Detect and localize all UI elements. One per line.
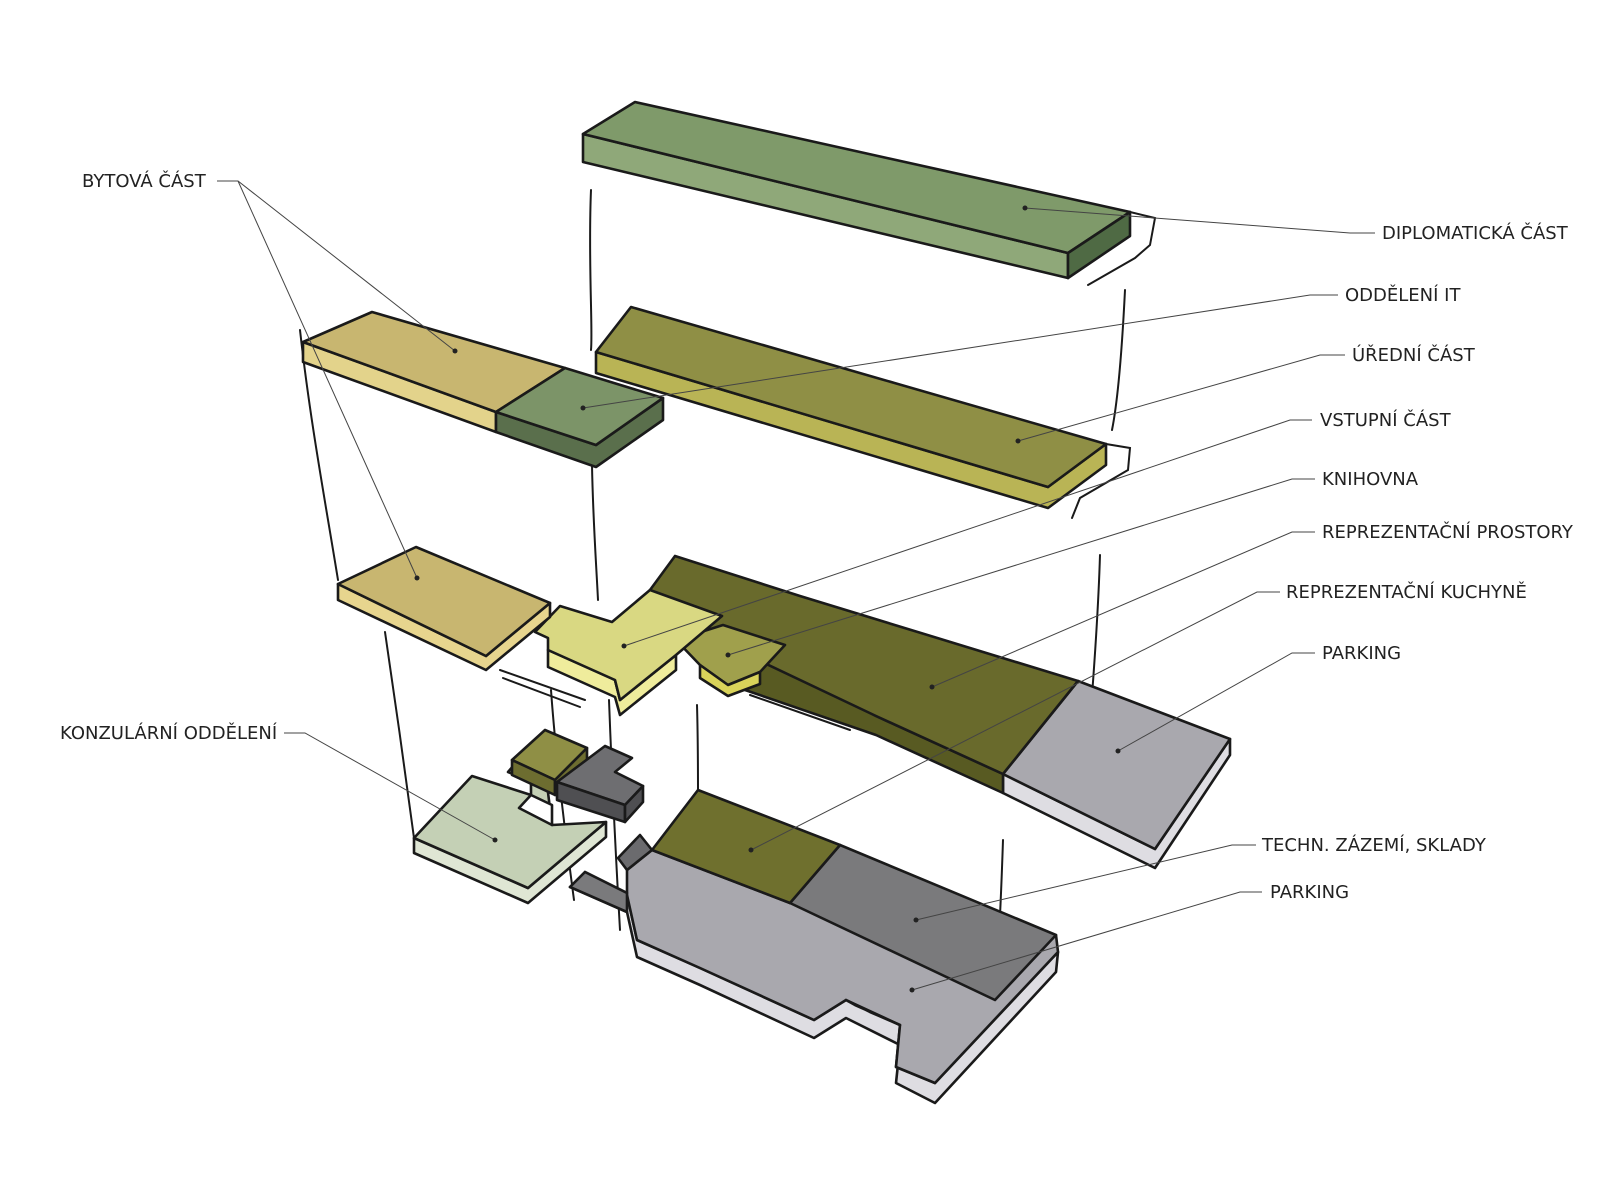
label-knihovna: KNIHOVNA: [1322, 469, 1419, 490]
label-reprezentacni-kuchyne: REPREZENTAČNÍ KUCHYNĚ: [1286, 581, 1527, 603]
label-oddeleni-it: ODDĚLENÍ IT: [1345, 284, 1461, 306]
leader-parking-lower: [911, 891, 1262, 991]
leader-knihovna: [727, 478, 1315, 656]
label-parking-upper: PARKING: [1322, 643, 1401, 664]
leader-reprezentacni-prostory: [931, 531, 1315, 688]
level-ground: [336, 545, 1232, 870]
leader-oddeleni-it: [582, 294, 1338, 409]
label-uredni-cast: ÚŘEDNÍ ČÁST: [1352, 344, 1476, 366]
level-basement-blocks: [412, 728, 645, 905]
leader-lines: [217, 180, 1375, 991]
labels: BYTOVÁ ČÁST DIPLOMATICKÁ ČÁST ODDĚLENÍ I…: [60, 170, 1574, 903]
leader-reprezentacni-kuchyne: [750, 591, 1280, 851]
parking-lower-area: [568, 848, 1060, 1085]
oddeleni-it-area: [494, 366, 665, 447]
leader-techn-zazemi: [915, 844, 1256, 921]
label-parking-lower: PARKING: [1270, 882, 1349, 903]
level-top: [581, 100, 1157, 519]
label-techn-zazemi: TECHN. ZÁZEMÍ, SKLADY: [1261, 834, 1487, 856]
leader-bytova-cast-2: [237, 180, 418, 579]
label-diplomaticka-cast: DIPLOMATICKÁ ČÁST: [1382, 222, 1569, 244]
bytova-cast-lower-area: [336, 545, 552, 658]
label-bytova-cast: BYTOVÁ ČÁST: [82, 170, 207, 192]
leader-vstupni: [623, 419, 1312, 647]
reprezentacni-kuchyne-area: [650, 788, 842, 905]
level-basement: [568, 788, 1060, 1105]
leader-parking-upper: [1117, 652, 1315, 752]
leader-arrowheads: [414, 205, 1121, 993]
leader-uredni: [1017, 354, 1345, 442]
leader-konzularni: [284, 732, 496, 841]
level-second: [301, 305, 1108, 510]
techn-block-left: [568, 870, 629, 914]
leader-diplomaticka: [1024, 207, 1375, 234]
label-reprezentacni-prostory: REPREZENTAČNÍ PROSTORY: [1322, 521, 1574, 543]
reprezentacni-prostory-area: [648, 554, 1080, 776]
label-vstupni-cast: VSTUPNÍ ČÁST: [1320, 409, 1452, 431]
label-konzularni-oddeleni: KONZULÁRNÍ ODDĚLENÍ: [60, 722, 277, 744]
